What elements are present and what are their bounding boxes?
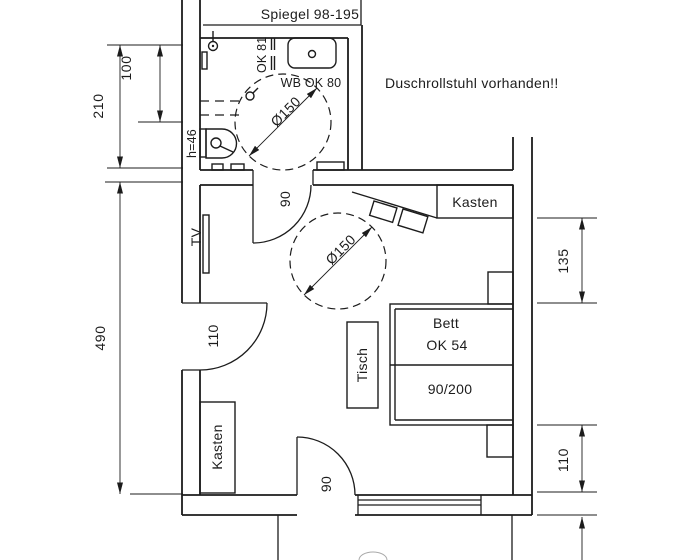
bed-label: Bett: [433, 315, 459, 331]
window: [357, 495, 482, 515]
tv-board: [202, 214, 210, 274]
dim-210-label: 210: [90, 93, 106, 118]
dim-490-label: 490: [92, 325, 108, 350]
entry-door-width-label: 110: [205, 324, 221, 347]
toilet-height-label: h=46: [185, 129, 199, 158]
bed-size-label: 90/200: [428, 381, 473, 397]
dimension-left-490: [105, 181, 183, 495]
tv-label: TV: [188, 227, 204, 246]
bathroom-turning-circle: [234, 73, 332, 171]
table-label: Tisch: [354, 348, 370, 382]
shower-area-marking: [200, 87, 259, 116]
dimension-right-continued: [537, 514, 597, 560]
dim-110-label: 110: [555, 448, 571, 472]
room-turning-circle: [289, 212, 387, 310]
shower-rail-label: OK 81: [255, 37, 269, 73]
balcony-door: [296, 436, 356, 496]
wardrobe-top: [436, 184, 514, 219]
wardrobe-bottom: [199, 401, 236, 494]
entry-door: [199, 302, 268, 371]
mirror-label: Spiegel 98-195: [261, 6, 359, 22]
corridor-top: [203, 0, 362, 26]
dimension-left-100: [138, 45, 183, 123]
shower-head-symbol: [207, 31, 219, 52]
shower-grab-bar: [270, 38, 276, 70]
dimension-left-210: [107, 44, 183, 169]
table: [346, 321, 379, 409]
wardrobe-bottom-label: Kasten: [209, 424, 225, 469]
nightstand-top: [487, 271, 514, 305]
toilet: [199, 128, 238, 159]
floor-drain: [245, 91, 255, 101]
bathroom-door-width-label: 90: [277, 191, 293, 207]
bed-top-height-label: OK 54: [426, 337, 467, 353]
nightstand-bottom: [486, 424, 514, 458]
dim-100-label: 100: [118, 55, 134, 80]
dimension-right-110: [537, 424, 597, 493]
bed: [389, 303, 514, 426]
bathroom-door: [252, 184, 312, 244]
bathroom-turning-circle-label: Ø150: [267, 93, 303, 129]
dim-135-label: 135: [555, 248, 571, 273]
dimension-right-135: [537, 217, 597, 304]
wardrobe-top-label: Kasten: [452, 194, 497, 210]
washbasin-label: WB OK 80: [281, 76, 342, 90]
washbasin: [287, 37, 337, 69]
coat-rack: [351, 191, 438, 234]
balcony-table: [358, 551, 388, 560]
shower-rail: [201, 51, 208, 70]
shower-wheelchair-note: Duschrollstuhl vorhanden!!: [385, 75, 559, 91]
room-turning-circle-label: Ø150: [322, 231, 358, 267]
balcony-door-width-label: 90: [318, 476, 334, 492]
bathroom-walls: [200, 25, 513, 186]
bathroom-wall-marks: [211, 161, 345, 171]
balcony: [277, 515, 513, 560]
